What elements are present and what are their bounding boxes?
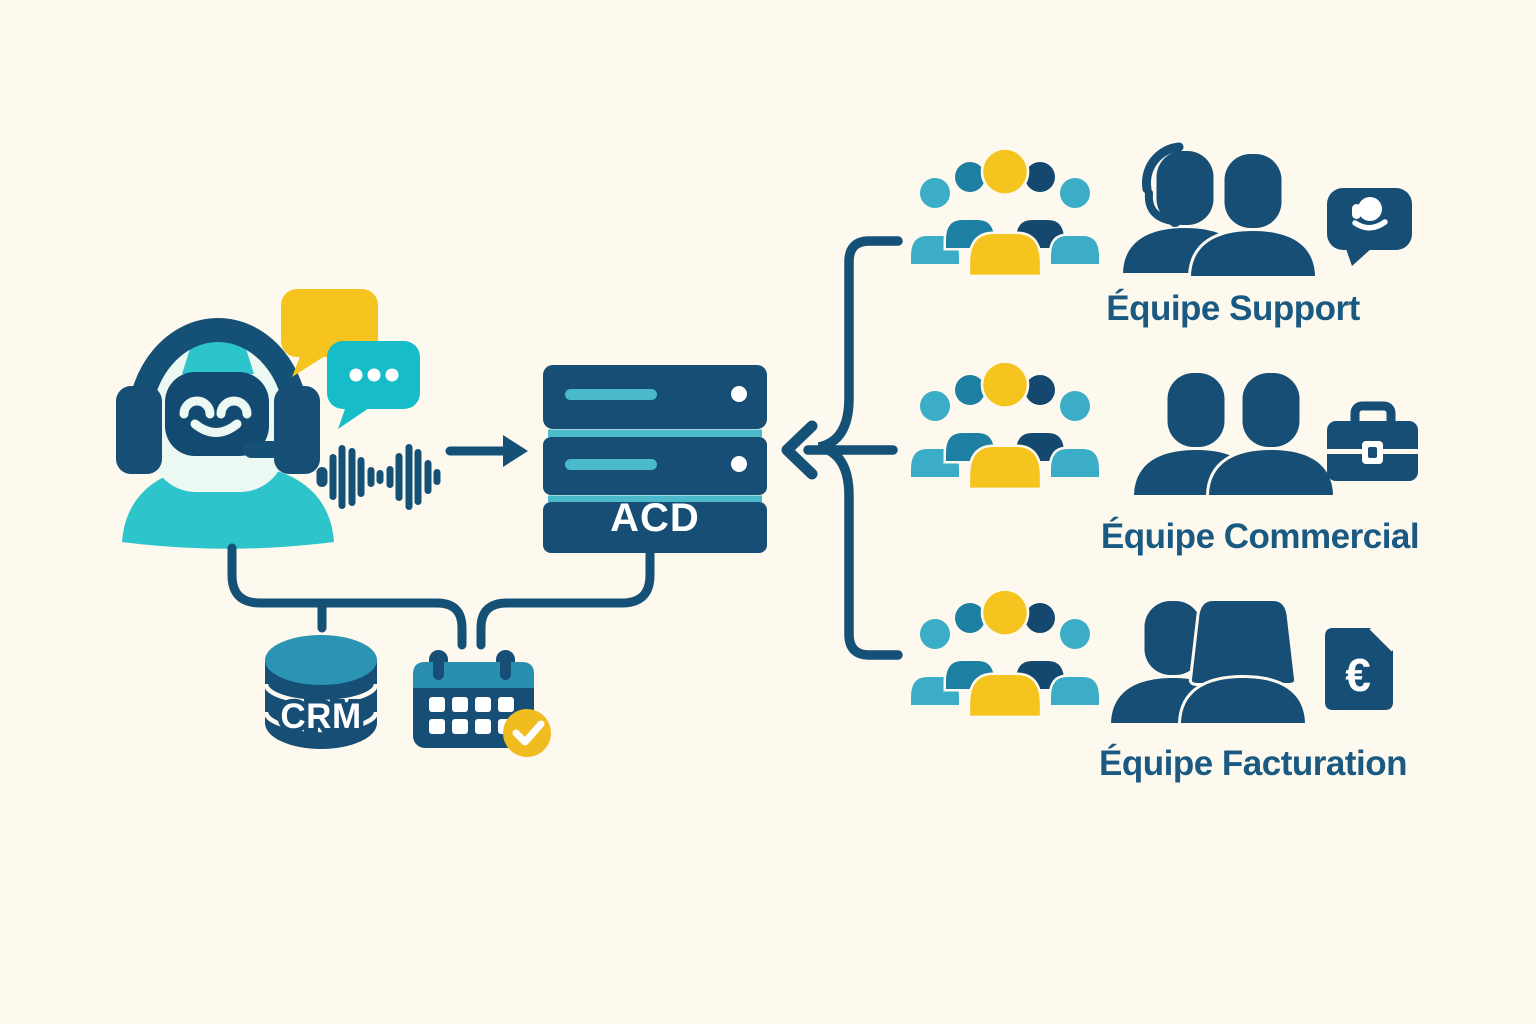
server-light-bar — [565, 459, 657, 470]
chat-bubble-typing-icon — [327, 341, 420, 429]
arrow-left-head — [781, 420, 818, 480]
agent-headset-mic-icon — [1144, 189, 1177, 225]
mic-boom-icon — [275, 447, 305, 465]
team-row-commercial: Équipe Commercial — [911, 363, 1420, 556]
typing-dot — [349, 368, 363, 382]
headphone-band-icon — [127, 318, 309, 437]
team-row-support: Équipe Support — [911, 142, 1412, 328]
euro-symbol: € — [1345, 649, 1371, 701]
calendar-header — [413, 662, 534, 688]
agents-pair-icon — [1111, 601, 1305, 723]
connector-acd-to-calendar — [476, 548, 655, 650]
robot-voicebot-icon — [116, 318, 334, 549]
connector-robot-to-calendar — [227, 543, 467, 650]
headphone-cup-left-icon — [116, 386, 162, 474]
mic-tip-icon — [243, 441, 281, 458]
agents-pair-icon — [1134, 373, 1333, 495]
crm-database-icon: CRM — [263, 635, 379, 749]
check-icon — [512, 720, 545, 746]
team-label-support: Équipe Support — [1106, 288, 1360, 328]
crm-top-disc — [265, 635, 377, 685]
briefcase-icon — [1327, 401, 1418, 481]
bottom-connectors — [227, 543, 655, 650]
team-label-commercial: Équipe Commercial — [1101, 516, 1419, 556]
calendar-check-icon — [413, 650, 551, 757]
agent-headset-mic-tip — [1169, 215, 1181, 227]
typing-dot — [367, 368, 381, 382]
robot-eye-right — [216, 396, 252, 419]
agents-pair-icon — [1123, 142, 1315, 276]
team-crowd-icon — [911, 363, 1099, 488]
support-chat-bubble-icon — [1327, 188, 1412, 266]
server-led — [731, 386, 747, 402]
typing-dot — [385, 368, 399, 382]
merge-arrow-left-icon — [781, 236, 903, 660]
server-light-bar — [565, 389, 657, 400]
team-crowd-icon — [911, 150, 1099, 275]
headphone-cup-right-icon — [274, 386, 320, 474]
check-badge — [503, 709, 551, 757]
acd-label: ACD — [610, 496, 700, 540]
robot-antenna-cap — [182, 336, 254, 374]
crm-label: CRM — [280, 697, 361, 736]
chat-bubble-yellow-icon — [281, 289, 378, 377]
robot-eye-left — [179, 396, 215, 419]
acd-server-icon: ACD — [543, 365, 767, 553]
euro-invoice-icon: € — [1325, 626, 1395, 710]
team-label-facturation: Équipe Facturation — [1099, 743, 1407, 783]
agent-headset-band-icon — [1141, 142, 1184, 194]
server-slab — [543, 502, 767, 553]
robot-smile — [190, 419, 242, 437]
team-row-facturation: € Équipe Facturation — [911, 591, 1407, 783]
server-led — [731, 456, 747, 472]
arrow-right-icon — [445, 435, 528, 467]
team-crowd-icon — [911, 591, 1099, 716]
voice-waveform-icon — [316, 444, 441, 510]
